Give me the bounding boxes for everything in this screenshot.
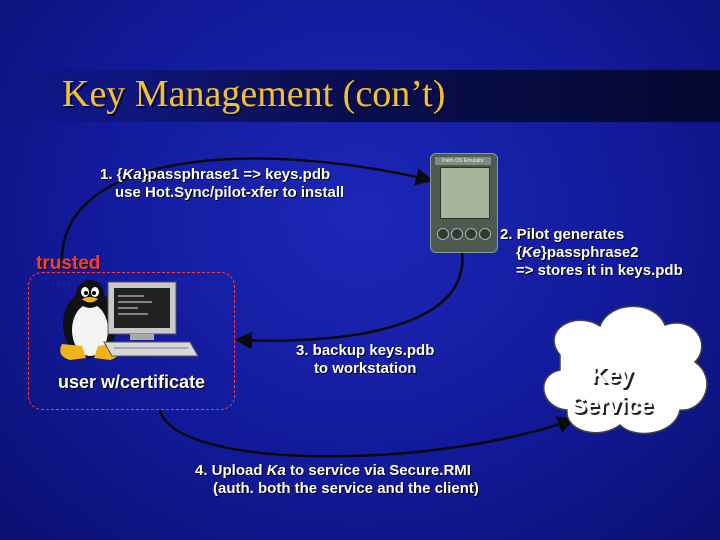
arrow-install [60,157,434,263]
computer-icon [103,281,199,357]
palm-pilot-icon: Palm OS Emulator [430,153,498,253]
arrow-backup [234,251,464,350]
step-2-line-1: 2. Pilot generates [500,226,625,243]
slide-title: Key Management (con’t) [62,73,446,115]
step-4-text: 4. Upload Ka to service via Secure.RMI (… [195,462,479,497]
step-3-line-2: to workstation [313,360,417,377]
service-line-2: Service [571,392,653,418]
service-line-1: Key [590,362,634,388]
step-3-line-1: 3. backup keys.pdb [296,342,435,359]
title-bar [0,70,720,122]
user-label: user w/certificate [58,372,206,392]
device-buttons [437,226,491,246]
step-1-text: 1. {Ka}passphrase1 => keys.pdb use Hot.S… [100,166,345,201]
step-1-line-2: use Hot.Sync/pilot-xfer to install [115,184,345,201]
key-service-label: Key Service [552,360,672,420]
arrow-upload [158,409,576,458]
device-screen [440,167,490,219]
cloud-icon [543,305,708,435]
penguin-icon [60,280,120,360]
trusted-label: trusted [36,253,101,274]
step-2-text: 2. Pilot generates {Ke}passphrase2 => st… [500,226,683,279]
step-2-line-3: => stores it in keys.pdb [516,262,683,279]
step-4-line-2: (auth. both the service and the client) [213,480,479,497]
device-header: Palm OS Emulator [435,157,491,165]
trusted-zone-boundary [28,272,235,410]
step-3-text: 3. backup keys.pdb to workstation [296,342,434,378]
